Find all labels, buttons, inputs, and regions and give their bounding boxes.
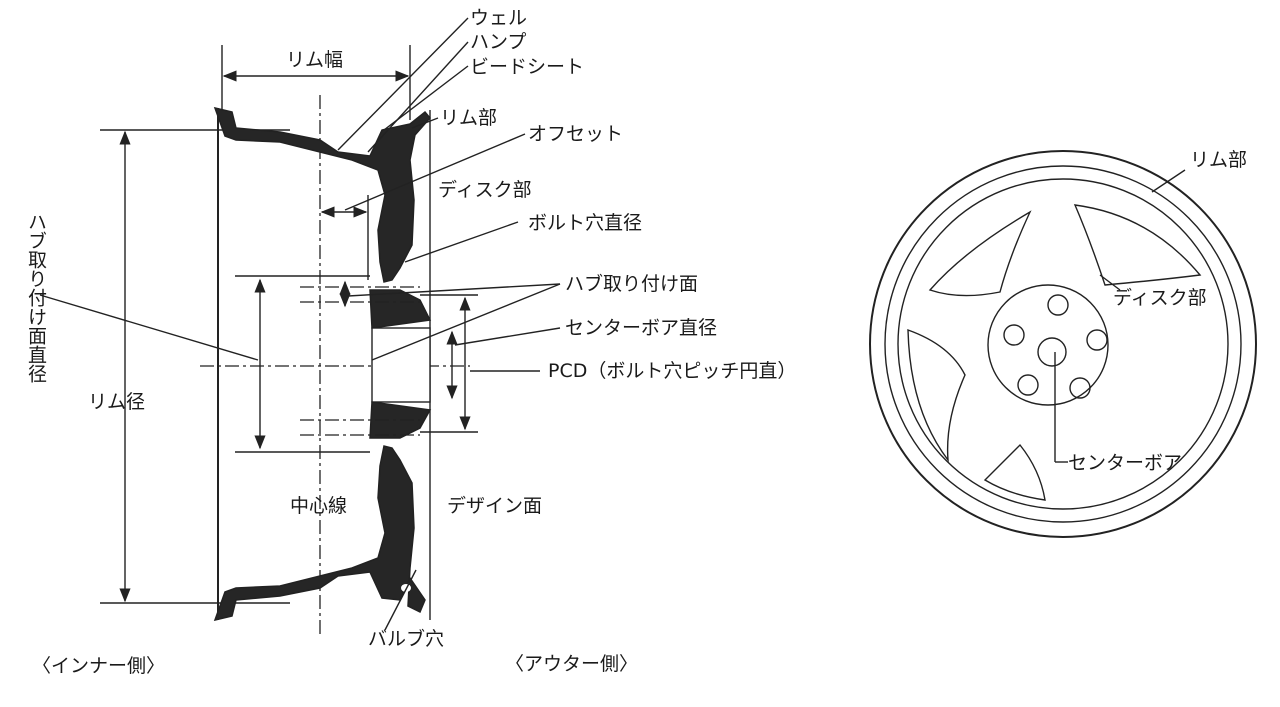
valve-leader [384,569,417,631]
bolt-hole-2 [1086,329,1108,351]
bolt-hole-4 [1017,374,1039,396]
spoke-window-4 [983,443,1046,501]
hub-surface-leader-2 [371,283,561,361]
label-center-bore-diameter: センターボア直径 [565,317,717,339]
label-right-disk-part: ディスク部 [1113,287,1207,309]
label-valve-hole: バルブ穴 [368,627,444,650]
hub-surface-leader-1 [347,283,561,297]
center-bore-leader [454,327,561,346]
rim-profile-bottom [213,445,426,622]
label-right-center-bore: センターボア [1068,452,1182,474]
rim-outer-circle [869,150,1257,538]
spoke-window-1 [928,210,1032,297]
bolt-hole-leader [404,221,519,263]
wheel-front-view: リム部 ディスク部 センターボア [869,149,1257,538]
hub-circle [987,284,1109,406]
label-hub-mounting-surface: ハブ取り付け面 [565,272,698,295]
bolt-hole-1 [1047,294,1069,316]
wheel-cross-section: ウェル ハンプ ビードシート リム幅 リム部 オフセット ディスク部 ボルト穴直… [25,7,796,677]
center-bore-circle [1037,337,1067,367]
spoke-window-3 [907,328,966,463]
label-inner-side: 〈インナー側〉 [32,655,165,677]
offset-leader [344,133,526,211]
label-pcd: PCD（ボルト穴ピッチ円直） [548,360,796,382]
label-center-line: 中心線 [290,495,347,517]
label-right-rim-part: リム部 [1190,149,1247,171]
label-design-surface: デザイン面 [447,495,542,517]
right-rim-leader [1151,169,1186,193]
bolt-hole-5 [1003,324,1025,346]
label-disk-part: ディスク部 [438,179,532,201]
rim-part-leader [411,117,439,129]
label-outer-side: 〈アウター側〉 [505,653,638,675]
label-offset: オフセット [528,123,623,145]
well-leader [337,17,469,151]
bead-seat-leader [383,65,469,131]
label-rim-diameter: リム径 [88,391,145,413]
hump-leader [367,41,469,153]
center-bore [371,327,431,403]
label-hub-mounting-diameter: ハブ取り付け面直径 [25,212,47,383]
rim-inner-circle [884,165,1242,523]
label-rim-width: リム幅 [286,49,343,71]
right-disk-leader [1099,274,1121,291]
disk-outer-circle [897,178,1229,510]
rim-profile-top [213,106,431,283]
hub-dia-leader [39,294,259,361]
label-bead-seat: ビードシート [470,56,584,78]
label-hump: ハンプ [470,31,526,53]
bolt-hole-3 [1069,377,1091,399]
label-rim-part: リム部 [440,107,497,129]
label-bolt-hole-diameter: ボルト穴直径 [528,212,642,234]
spoke-window-2 [1073,204,1202,286]
label-well: ウェル [470,7,527,29]
